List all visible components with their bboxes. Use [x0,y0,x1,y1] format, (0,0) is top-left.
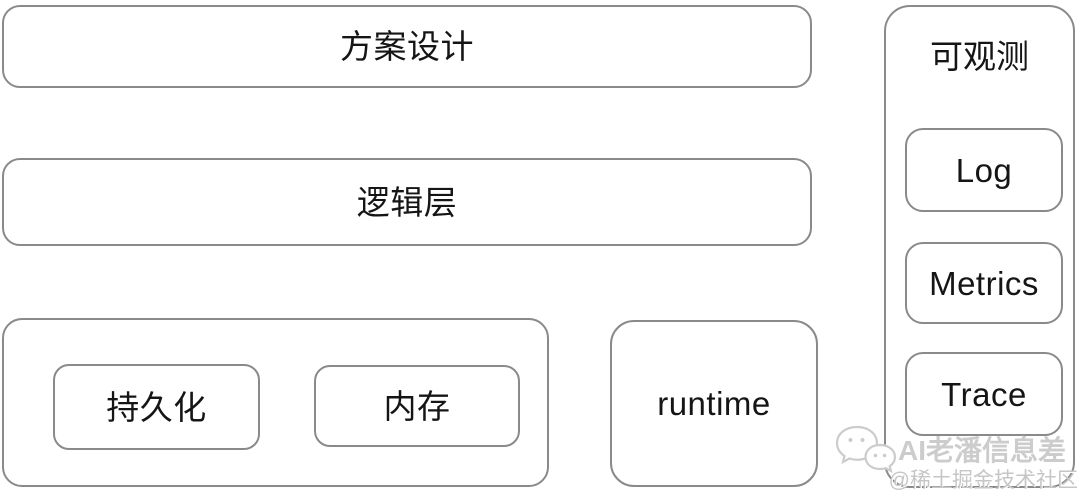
logic-layer-label: 逻辑层 [356,183,458,221]
persistence-box: 持久化 [53,364,260,450]
plan-label: 方案设计 [340,28,474,65]
memory-box: 内存 [314,365,520,447]
log-box: Log [905,128,1063,212]
runtime-label: runtime [657,385,771,422]
persistence-label: 持久化 [106,388,207,426]
plan-box: 方案设计 [2,5,812,88]
metrics-label: Metrics [929,264,1039,302]
runtime-box: runtime [610,320,818,487]
trace-box: Trace [905,352,1063,436]
metrics-box: Metrics [905,242,1063,324]
logic-layer-box: 逻辑层 [2,158,812,246]
log-label: Log [955,151,1013,189]
trace-label: Trace [941,375,1027,413]
observability-title: 可观测 [930,38,1029,75]
memory-label: 内存 [383,387,451,425]
